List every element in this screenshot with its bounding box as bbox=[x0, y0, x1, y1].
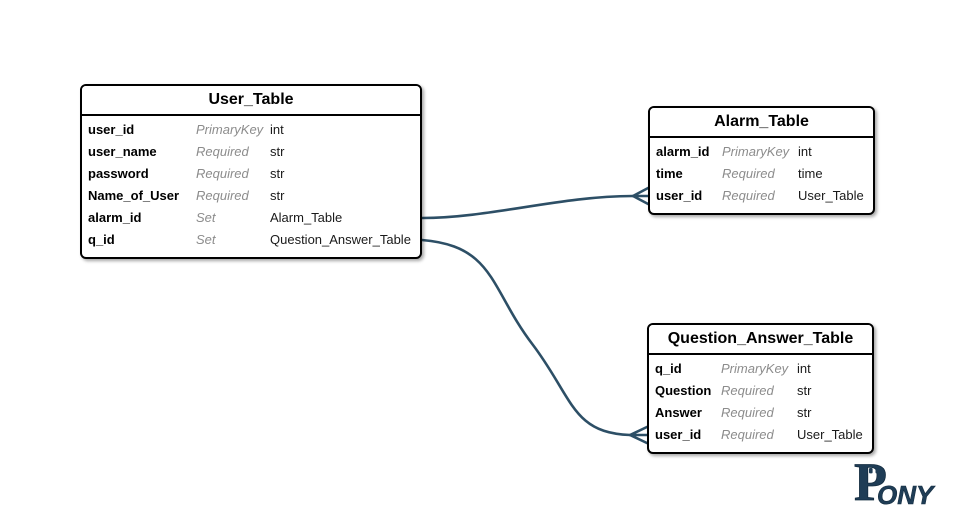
field-row: Name_of_User Required str bbox=[88, 185, 412, 207]
field-row: time Required time bbox=[656, 163, 865, 185]
field-type: User_Table bbox=[797, 427, 863, 442]
field-type: int bbox=[270, 122, 284, 137]
field-row: user_id PrimaryKey int bbox=[88, 119, 412, 141]
entity-user-table[interactable]: User_Table user_id PrimaryKey int user_name… bbox=[80, 84, 422, 259]
field-row: alarm_id PrimaryKey int bbox=[656, 141, 865, 163]
field-kind: Required bbox=[721, 405, 774, 420]
field-name: Question bbox=[655, 383, 712, 398]
field-kind: Required bbox=[721, 427, 774, 442]
field-kind: Required bbox=[722, 166, 775, 181]
field-kind: Required bbox=[196, 166, 249, 181]
entity-title: User_Table bbox=[82, 86, 420, 116]
field-kind: PrimaryKey bbox=[721, 361, 789, 376]
field-type: int bbox=[797, 361, 811, 376]
field-row: Answer Required str bbox=[655, 402, 864, 424]
field-name: user_id bbox=[655, 427, 702, 442]
field-name: Name_of_User bbox=[88, 188, 180, 203]
field-name: user_id bbox=[88, 122, 135, 137]
relationship-line-user-alarm bbox=[420, 194, 635, 220]
field-type: str bbox=[270, 188, 285, 203]
crows-foot-icon bbox=[628, 424, 651, 446]
field-kind: Required bbox=[196, 144, 249, 159]
field-name: q_id bbox=[88, 232, 115, 247]
field-kind: Set bbox=[196, 210, 216, 225]
field-name: q_id bbox=[655, 361, 682, 376]
field-name: alarm_id bbox=[656, 144, 710, 159]
field-row: user_id Required User_Table bbox=[655, 424, 864, 446]
field-type: Alarm_Table bbox=[270, 210, 343, 225]
field-type: User_Table bbox=[798, 188, 864, 203]
field-name: time bbox=[656, 166, 683, 181]
entity-title: Alarm_Table bbox=[650, 108, 873, 138]
field-row: Question Required str bbox=[655, 380, 864, 402]
field-name: alarm_id bbox=[88, 210, 142, 225]
field-type: str bbox=[270, 144, 285, 159]
field-row: user_id Required User_Table bbox=[656, 185, 865, 207]
field-name: password bbox=[88, 166, 149, 181]
field-kind: Required bbox=[721, 383, 774, 398]
crows-foot-icon bbox=[631, 185, 652, 207]
field-kind: Required bbox=[196, 188, 249, 203]
field-row: user_name Required str bbox=[88, 141, 412, 163]
field-type: str bbox=[797, 383, 812, 398]
field-name: user_name bbox=[88, 144, 157, 159]
pony-logo-eye-icon bbox=[875, 468, 880, 474]
field-kind: PrimaryKey bbox=[196, 122, 264, 137]
field-name: user_id bbox=[656, 188, 703, 203]
pony-orm-logo: P ONY bbox=[854, 456, 937, 508]
field-type: int bbox=[798, 144, 812, 159]
field-name: Answer bbox=[655, 405, 702, 420]
field-type: str bbox=[797, 405, 812, 420]
field-kind: Required bbox=[722, 188, 775, 203]
field-row: q_id Set Question_Answer_Table bbox=[88, 229, 412, 251]
relationship-line-user-question bbox=[420, 238, 632, 437]
entity-title: Question_Answer_Table bbox=[649, 325, 872, 355]
pony-logo-eye-icon bbox=[869, 468, 873, 474]
field-row: alarm_id Set Alarm_Table bbox=[88, 207, 412, 229]
field-type: str bbox=[270, 166, 285, 181]
pony-logo-letter-p: P bbox=[854, 456, 887, 508]
field-kind: PrimaryKey bbox=[722, 144, 790, 159]
field-type: time bbox=[798, 166, 823, 181]
pony-logo-letters-ony: ONY bbox=[877, 480, 936, 508]
field-type: Question_Answer_Table bbox=[270, 232, 411, 247]
field-kind: Set bbox=[196, 232, 216, 247]
field-row: password Required str bbox=[88, 163, 412, 185]
field-row: q_id PrimaryKey int bbox=[655, 358, 864, 380]
